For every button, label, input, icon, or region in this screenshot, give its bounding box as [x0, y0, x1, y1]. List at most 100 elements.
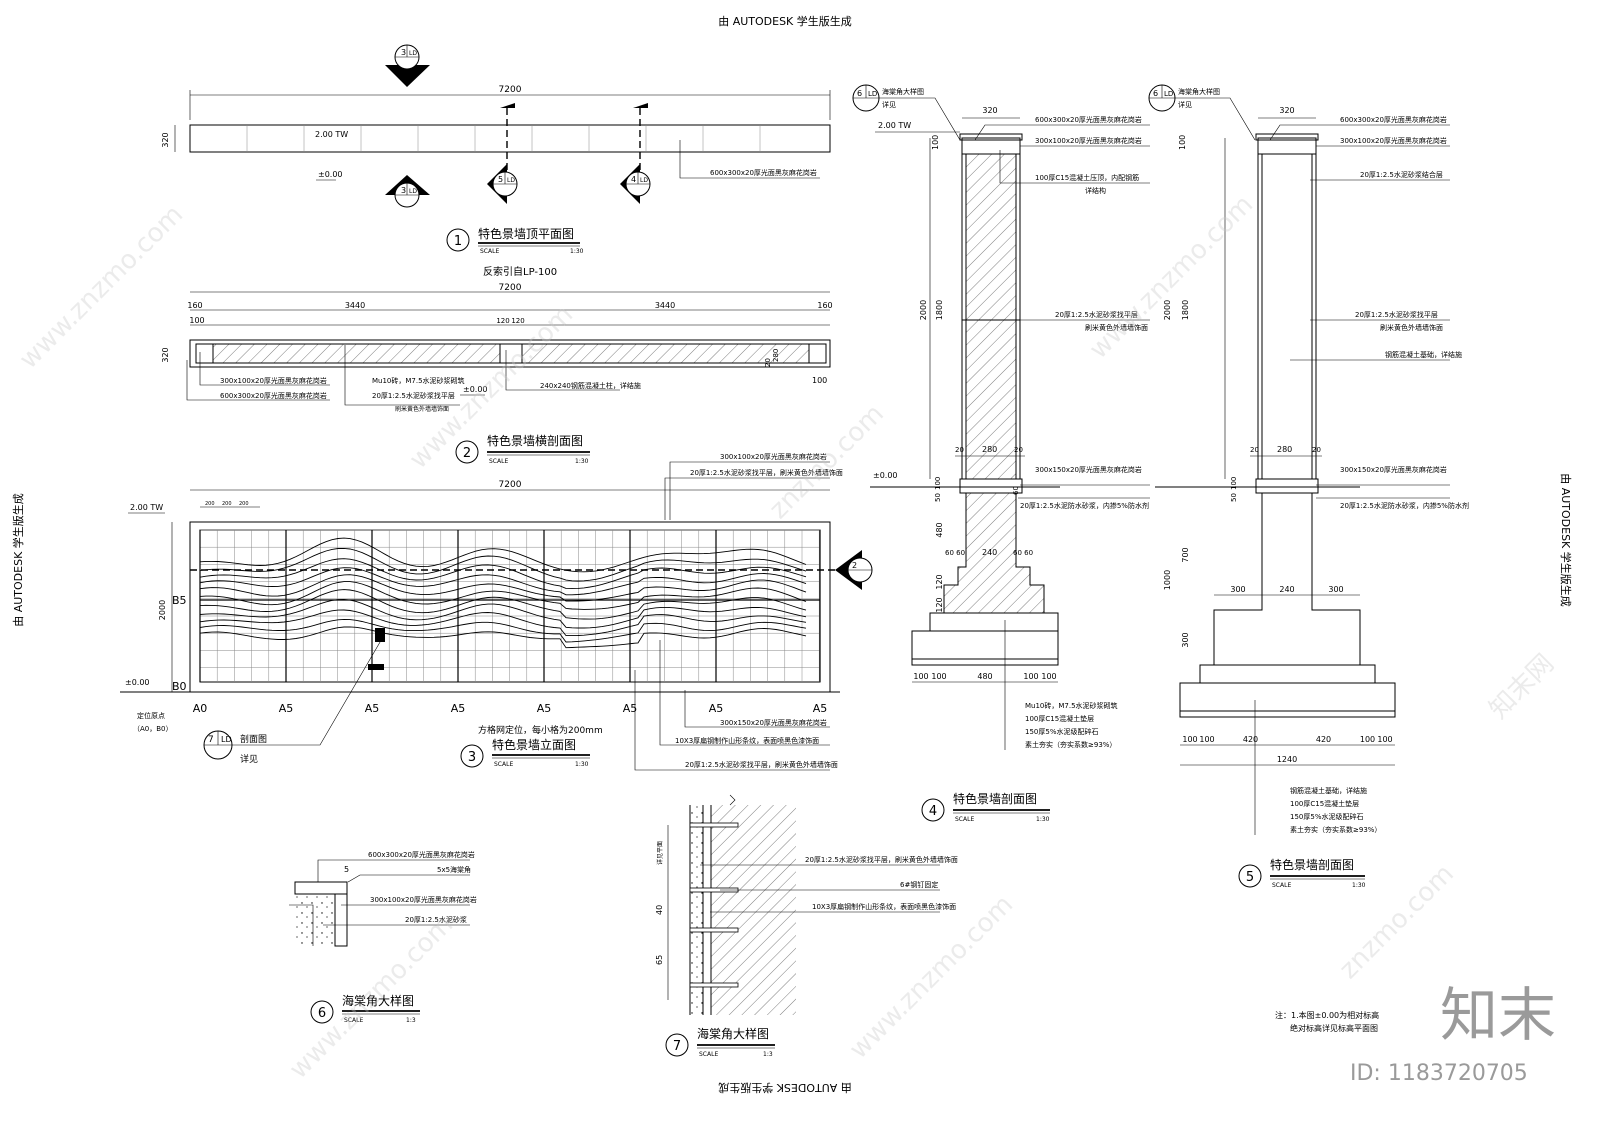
section-symbol-2[interactable]: 2	[835, 550, 873, 590]
svg-text:3: 3	[401, 186, 406, 195]
svg-text:1:30: 1:30	[1036, 816, 1050, 823]
svg-text:20厚1:2.5水泥砂浆找平层: 20厚1:2.5水泥砂浆找平层	[1355, 310, 1438, 319]
d2-note1: 300x100x20厚光面黑灰麻花岗岩	[220, 376, 327, 385]
section-symbol-4[interactable]: 4 LD	[620, 164, 651, 204]
svg-text:280: 280	[1277, 445, 1292, 454]
drawing-4-section: 6 LD 海棠角大样图 详见 2.00 TW 320 100 2000 1800…	[852, 84, 1150, 823]
d1-elev-tw: 2.00 TW	[315, 130, 348, 139]
svg-text:200: 200	[239, 501, 249, 507]
svg-text:1:3: 1:3	[406, 1017, 416, 1024]
section-symbol-3-bottom[interactable]: 3 LD	[385, 175, 430, 208]
mountain-contour-line	[199, 609, 807, 637]
mountain-contour-line	[199, 547, 807, 582]
d5-callout-6[interactable]: 6 LD 海棠角大样图 详见	[1148, 84, 1256, 141]
svg-text:7: 7	[673, 1039, 681, 1054]
svg-text:100厚C15混凝土垫层: 100厚C15混凝土垫层	[1290, 799, 1359, 808]
section-symbol-5[interactable]: 5 LD	[487, 164, 518, 204]
svg-text:LD: LD	[1164, 90, 1173, 98]
d5-bottom-dim: 100	[1182, 735, 1197, 744]
svg-text:LD: LD	[221, 735, 232, 744]
svg-text:280: 280	[772, 349, 780, 362]
svg-text:100: 100	[934, 477, 942, 490]
svg-text:300: 300	[1230, 585, 1245, 594]
svg-text:素土夯实（夯实系数≥93%）: 素土夯实（夯实系数≥93%）	[1290, 825, 1381, 834]
d4-callout-6[interactable]: 6 LD 海棠角大样图 详见	[852, 84, 961, 141]
svg-text:SCALE: SCALE	[344, 1017, 363, 1024]
steel-marker	[368, 664, 384, 670]
svg-text:65: 65	[655, 955, 664, 965]
svg-text:700: 700	[1181, 547, 1190, 562]
mountain-contour-line	[199, 558, 807, 590]
mountain-contour-line	[199, 574, 807, 602]
svg-text:www.znzmo.com: www.znzmo.com	[844, 890, 1019, 1065]
svg-text:40: 40	[655, 905, 664, 915]
d2-note6: 240x240钢筋混凝土柱，详结施	[540, 381, 641, 390]
d4-bottom-dim: 480	[977, 672, 992, 681]
svg-text:5: 5	[1246, 870, 1254, 885]
svg-text:素土夯实（夯实系数≥93%）: 素土夯实（夯实系数≥93%）	[1025, 740, 1116, 749]
svg-text:20厚1:2.5水泥砂浆找平层: 20厚1:2.5水泥砂浆找平层	[1055, 310, 1138, 319]
svg-text:5: 5	[344, 865, 349, 874]
svg-text:定位原点: 定位原点	[137, 711, 165, 720]
svg-text:60 60: 60 60	[945, 549, 965, 557]
d4-bottom-dim: 100	[913, 672, 928, 681]
drawing-6-corner-detail: 5 600x300x20厚光面黑灰麻花岗岩 5x5海棠角 300x100x20厚…	[289, 850, 477, 1024]
svg-text:±0.00: ±0.00	[873, 471, 898, 480]
svg-text:B5: B5	[172, 594, 187, 607]
d3-grid-note: 方格网定位，每小格为200mm	[478, 724, 603, 736]
svg-text:120: 120	[511, 317, 524, 325]
axis-label-1: A5	[279, 702, 294, 715]
svg-text:240: 240	[1279, 585, 1294, 594]
d1-number: 1	[454, 234, 462, 249]
svg-text:300x100x20厚光面黑灰麻花岗岩: 300x100x20厚光面黑灰麻花岗岩	[370, 895, 477, 904]
svg-text:1240: 1240	[1277, 755, 1297, 764]
svg-text:240: 240	[982, 548, 997, 557]
svg-text:160: 160	[187, 301, 202, 310]
svg-text:LD: LD	[868, 90, 877, 98]
d1-elev-zero: ±0.00	[318, 170, 343, 179]
drawing-7-steel-detail: 详见平面 40 65 20厚1:2.5水泥砂浆找平层，刷米黄色外墙墙饰面 6#钢…	[655, 794, 958, 1058]
svg-text:6: 6	[1153, 89, 1158, 98]
svg-text:LD: LD	[640, 177, 648, 184]
svg-text:1800: 1800	[1181, 300, 1190, 320]
svg-text:6#钢钉固定: 6#钢钉固定	[900, 880, 938, 889]
svg-text:SCALE: SCALE	[955, 816, 974, 823]
section-symbol-3-top[interactable]: 3 LD	[385, 44, 430, 87]
svg-text:320: 320	[1279, 106, 1294, 115]
general-note-2: 绝对标高详见标高平面图	[1290, 1023, 1378, 1033]
svg-text:1:3: 1:3	[763, 1051, 773, 1058]
drawing-3-elevation: 7200 200 200 200 2.00 TW 2000 B5 B0 ±0.0…	[120, 452, 873, 771]
svg-text:1000: 1000	[1163, 570, 1172, 590]
d1-dim-width: 320	[161, 132, 170, 147]
svg-text:300x150x20厚光面黑灰麻花岗岩: 300x150x20厚光面黑灰麻花岗岩	[1340, 465, 1447, 474]
drawing-2-cross-section: 反索引自LP-100 7200 160 3440 3440 160 100 12…	[161, 265, 833, 465]
svg-text:1800: 1800	[935, 300, 944, 320]
svg-text:3440: 3440	[655, 301, 675, 310]
svg-text:钢筋混凝土基础，详结施: 钢筋混凝土基础，详结施	[1385, 350, 1462, 359]
bolt-icon	[689, 822, 739, 828]
axis-label-5: A5	[623, 702, 638, 715]
svg-text:100厚C15混凝土垫层: 100厚C15混凝土垫层	[1025, 714, 1094, 723]
svg-text:SCALE: SCALE	[494, 761, 513, 768]
svg-text:100: 100	[1178, 135, 1187, 150]
svg-text:7200: 7200	[499, 283, 522, 293]
bolt-icon	[689, 982, 739, 988]
elevation-callout-7[interactable]: 7 LD 剖面图 详见	[203, 636, 384, 765]
steel-marker	[375, 628, 385, 642]
svg-text:280: 280	[982, 445, 997, 454]
axis-label-7: A5	[813, 702, 828, 715]
svg-text:20厚1:2.5水泥砂浆结合层: 20厚1:2.5水泥砂浆结合层	[1360, 170, 1443, 179]
svg-text:100厚C15混凝土压顶，内配钢筋: 100厚C15混凝土压顶，内配钢筋	[1035, 173, 1139, 182]
svg-text:120: 120	[935, 597, 944, 612]
svg-text:160: 160	[817, 301, 832, 310]
svg-text:50: 50	[1230, 493, 1238, 502]
axis-label-0: A0	[193, 702, 208, 715]
general-note-1: 注：1.本图±0.00为相对标高	[1275, 1010, 1379, 1020]
svg-text:120: 120	[496, 317, 509, 325]
svg-text:20厚1:2.5水泥砂浆找平层，刷米黄色外墙墙饰面: 20厚1:2.5水泥砂浆找平层，刷米黄色外墙墙饰面	[805, 855, 958, 864]
svg-text:60: 60	[1012, 486, 1020, 495]
svg-text:100: 100	[189, 316, 204, 325]
d1-scale-label: SCALE	[480, 248, 499, 255]
svg-text:知末网: 知末网	[1484, 649, 1560, 725]
svg-text:LD: LD	[507, 177, 515, 184]
